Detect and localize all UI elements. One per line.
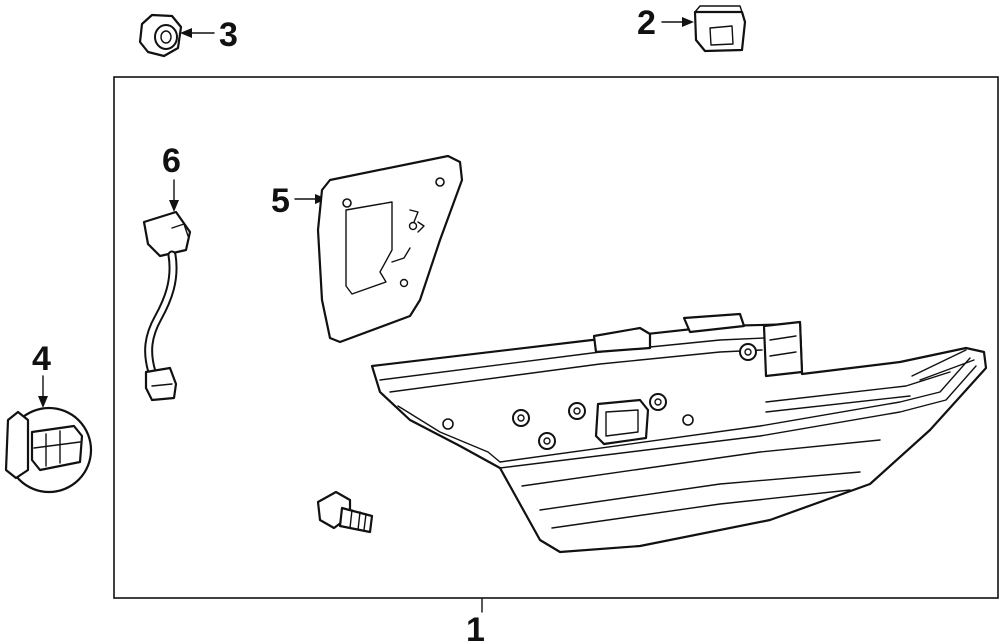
callout-4-arrow (38, 375, 48, 408)
screw-fastener[interactable] (316, 490, 374, 534)
callout-6: 6 (162, 142, 181, 180)
callout-3: 3 (219, 16, 238, 54)
part-1-tail-lamp[interactable] (370, 312, 988, 554)
callout-5: 5 (271, 182, 290, 220)
callout-1: 1 (466, 611, 485, 643)
part-5-gasket[interactable] (316, 154, 464, 344)
callout-3-arrow (180, 28, 215, 38)
assembly-frame (113, 76, 999, 599)
part-4-socket[interactable] (4, 406, 93, 494)
callout-2-arrow (661, 17, 694, 27)
callout-6-arrow (169, 179, 179, 212)
callout-2: 2 (637, 4, 656, 42)
callout-4: 4 (32, 340, 51, 378)
part-6-harness[interactable] (142, 210, 192, 402)
part-3-grommet[interactable] (138, 13, 183, 58)
part-2-clip[interactable] (693, 5, 747, 53)
